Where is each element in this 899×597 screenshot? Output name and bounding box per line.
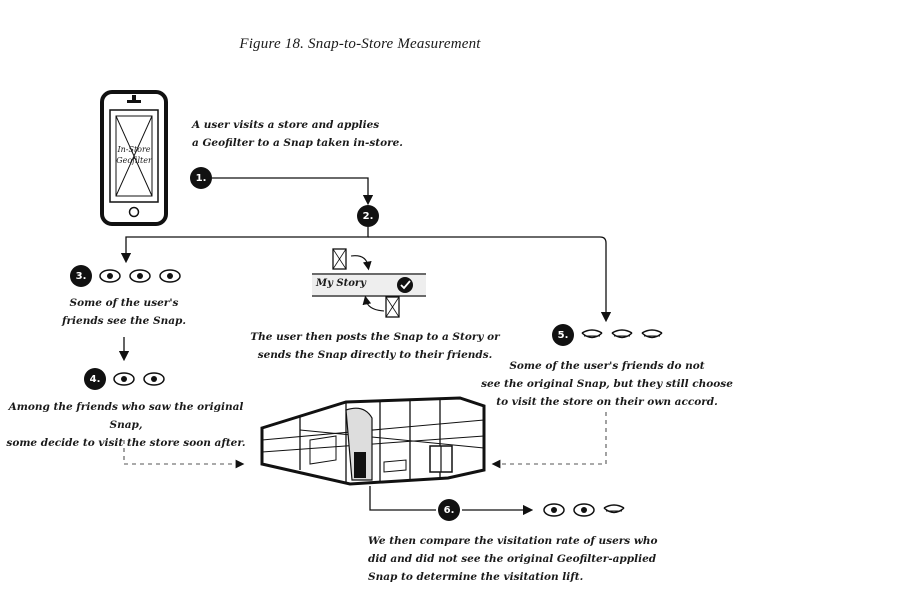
eye-closed-icon <box>611 329 633 339</box>
step-5-text: Some of the user's friends do not see th… <box>476 357 738 411</box>
eye-open-icon <box>143 372 165 386</box>
step-3-eyes <box>99 269 181 283</box>
eye-closed-icon <box>603 504 625 514</box>
eye-open-icon <box>99 269 121 283</box>
eye-open-icon <box>129 269 151 283</box>
step-6-line-2: did and did not see the original Geofilt… <box>368 553 657 565</box>
step-5-badge: 5. <box>552 324 574 346</box>
eye-open-icon <box>543 503 565 517</box>
eye-closed-icon <box>641 329 663 339</box>
step-6-eyes <box>543 503 625 517</box>
eye-open-icon <box>159 269 181 283</box>
story-label: My Story <box>316 278 366 289</box>
step-3-line-1: Some of the user's <box>69 297 179 309</box>
step-6-badge: 6. <box>438 499 460 521</box>
phone-icon <box>100 90 168 226</box>
step-4-badge: 4. <box>84 368 106 390</box>
step-2-line-2: sends the Snap directly to their friends… <box>257 349 493 361</box>
step-6-line-1: We then compare the visitation rate of u… <box>368 535 658 547</box>
step-3-text: Some of the user's friends see the Snap. <box>44 294 204 330</box>
step-4-eyes <box>113 372 165 386</box>
phone-screen-label: In-Store Geofilter <box>111 144 157 166</box>
eye-open-icon <box>113 372 135 386</box>
step-4-text: Among the friends who saw the original S… <box>0 398 252 452</box>
phone-screen-label-line2: Geofilter <box>116 156 152 165</box>
step-2-text: The user then posts the Snap to a Story … <box>240 328 510 364</box>
eye-closed-icon <box>581 329 603 339</box>
step-1-line-2: a Geofilter to a Snap taken in-store. <box>192 137 403 149</box>
step-5-line-3: to visit the store on their own accord. <box>496 396 718 408</box>
step-4-line-2: some decide to visit the store soon afte… <box>6 437 246 449</box>
step-1-text: A user visits a store and applies a Geof… <box>192 116 403 152</box>
step-1-line-1: A user visits a store and applies <box>192 119 380 131</box>
step-2-badge: 2. <box>357 205 379 227</box>
step-4-line-1: Among the friends who saw the original S… <box>8 401 244 431</box>
step-5-line-1: Some of the user's friends do not <box>509 360 705 372</box>
step-2-line-1: The user then posts the Snap to a Story … <box>250 331 500 343</box>
step-5-line-2: see the original Snap, but they still ch… <box>481 378 733 390</box>
step-5-eyes <box>581 329 663 339</box>
phone-screen-label-line1: In-Store <box>117 145 151 154</box>
step-3-line-2: friends see the Snap. <box>61 315 187 327</box>
story-band <box>312 248 426 318</box>
step-6-text: We then compare the visitation rate of u… <box>368 532 668 586</box>
step-1-badge: 1. <box>190 167 212 189</box>
figure-title: Figure 18. Snap-to-Store Measurement <box>239 36 481 52</box>
step-6-line-3: Snap to determine the visitation lift. <box>368 571 584 583</box>
step-3-badge: 3. <box>70 265 92 287</box>
eye-open-icon <box>573 503 595 517</box>
store-building-icon <box>260 396 486 486</box>
